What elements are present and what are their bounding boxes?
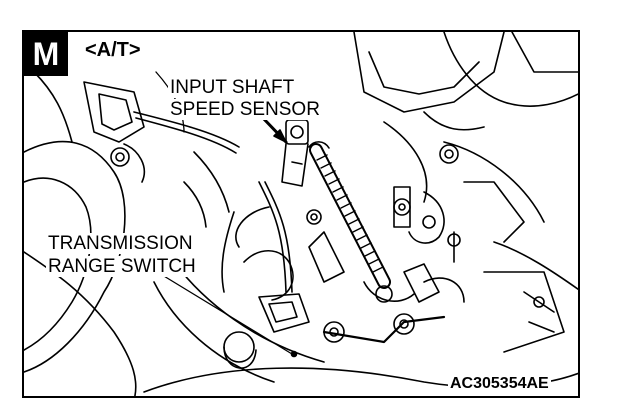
- input-shaft-speed-sensor-label-line2: SPEED SENSOR: [168, 99, 322, 120]
- transmission-type-label: <A/T>: [82, 40, 144, 61]
- input-shaft-speed-sensor-label-line1: INPUT SHAFT: [168, 77, 297, 98]
- figure-code: AC305354AE: [448, 375, 551, 393]
- diagram-frame: M <A/T> INPUT SHAFT SPEED SENSOR TRANSMI…: [22, 30, 580, 398]
- transmission-range-switch-label-line2: RANGE SWITCH: [46, 256, 198, 277]
- engine-line-drawing: [24, 32, 578, 396]
- transmission-range-switch-label-line1: TRANSMISSION: [46, 233, 195, 254]
- procedure-badge: M: [24, 32, 68, 76]
